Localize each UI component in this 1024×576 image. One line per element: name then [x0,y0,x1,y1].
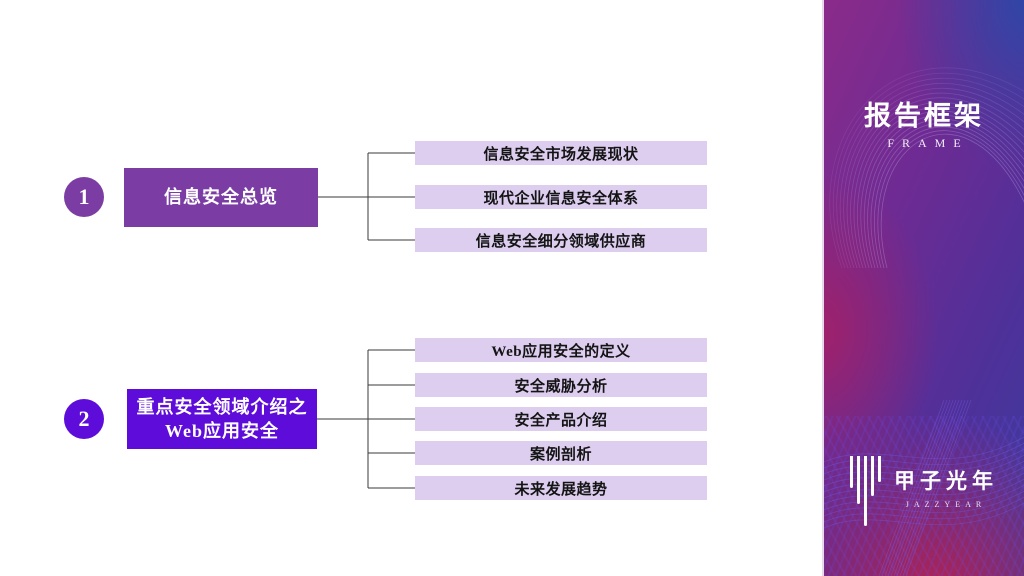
section2-item-2: 安全威胁分析 [415,373,707,397]
connector-lines [317,152,415,489]
sidebar-subtitle: FRAME [887,136,969,150]
brand-name-en: JAZZYEAR [905,500,987,509]
section1-item-3: 信息安全细分领域供应商 [415,228,707,252]
sidebar-title: 报告框架 [864,101,984,131]
section1-item-1: 信息安全市场发展现状 [415,141,707,165]
brand-logo: 甲子光年 JAZZYEAR [824,452,1024,526]
section2-number-badge: 2 [64,399,104,439]
section2-item-5: 未来发展趋势 [415,476,707,500]
brand-name: 甲子光年 [894,469,998,493]
section2-item-4: 案例剖析 [415,441,707,465]
brand-bars-icon [850,452,881,526]
section2-title-box: 重点安全领域介绍之 Web应用安全 [127,389,317,449]
section1-title-box: 信息安全总览 [124,168,318,227]
section2-item-1: Web应用安全的定义 [415,338,707,362]
sidebar-panel: 报告框架 FRAME 甲子光年 JAZZYEAR [822,0,1024,576]
section1-item-2: 现代企业信息安全体系 [415,185,707,209]
framework-diagram: 1 信息安全总览 信息安全市场发展现状 现代企业信息安全体系 信息安全细分领域供… [64,141,707,500]
brand-text: 甲子光年 JAZZYEAR [894,452,998,509]
section1-number-badge: 1 [64,177,104,217]
section2-item-3: 安全产品介绍 [415,407,707,431]
